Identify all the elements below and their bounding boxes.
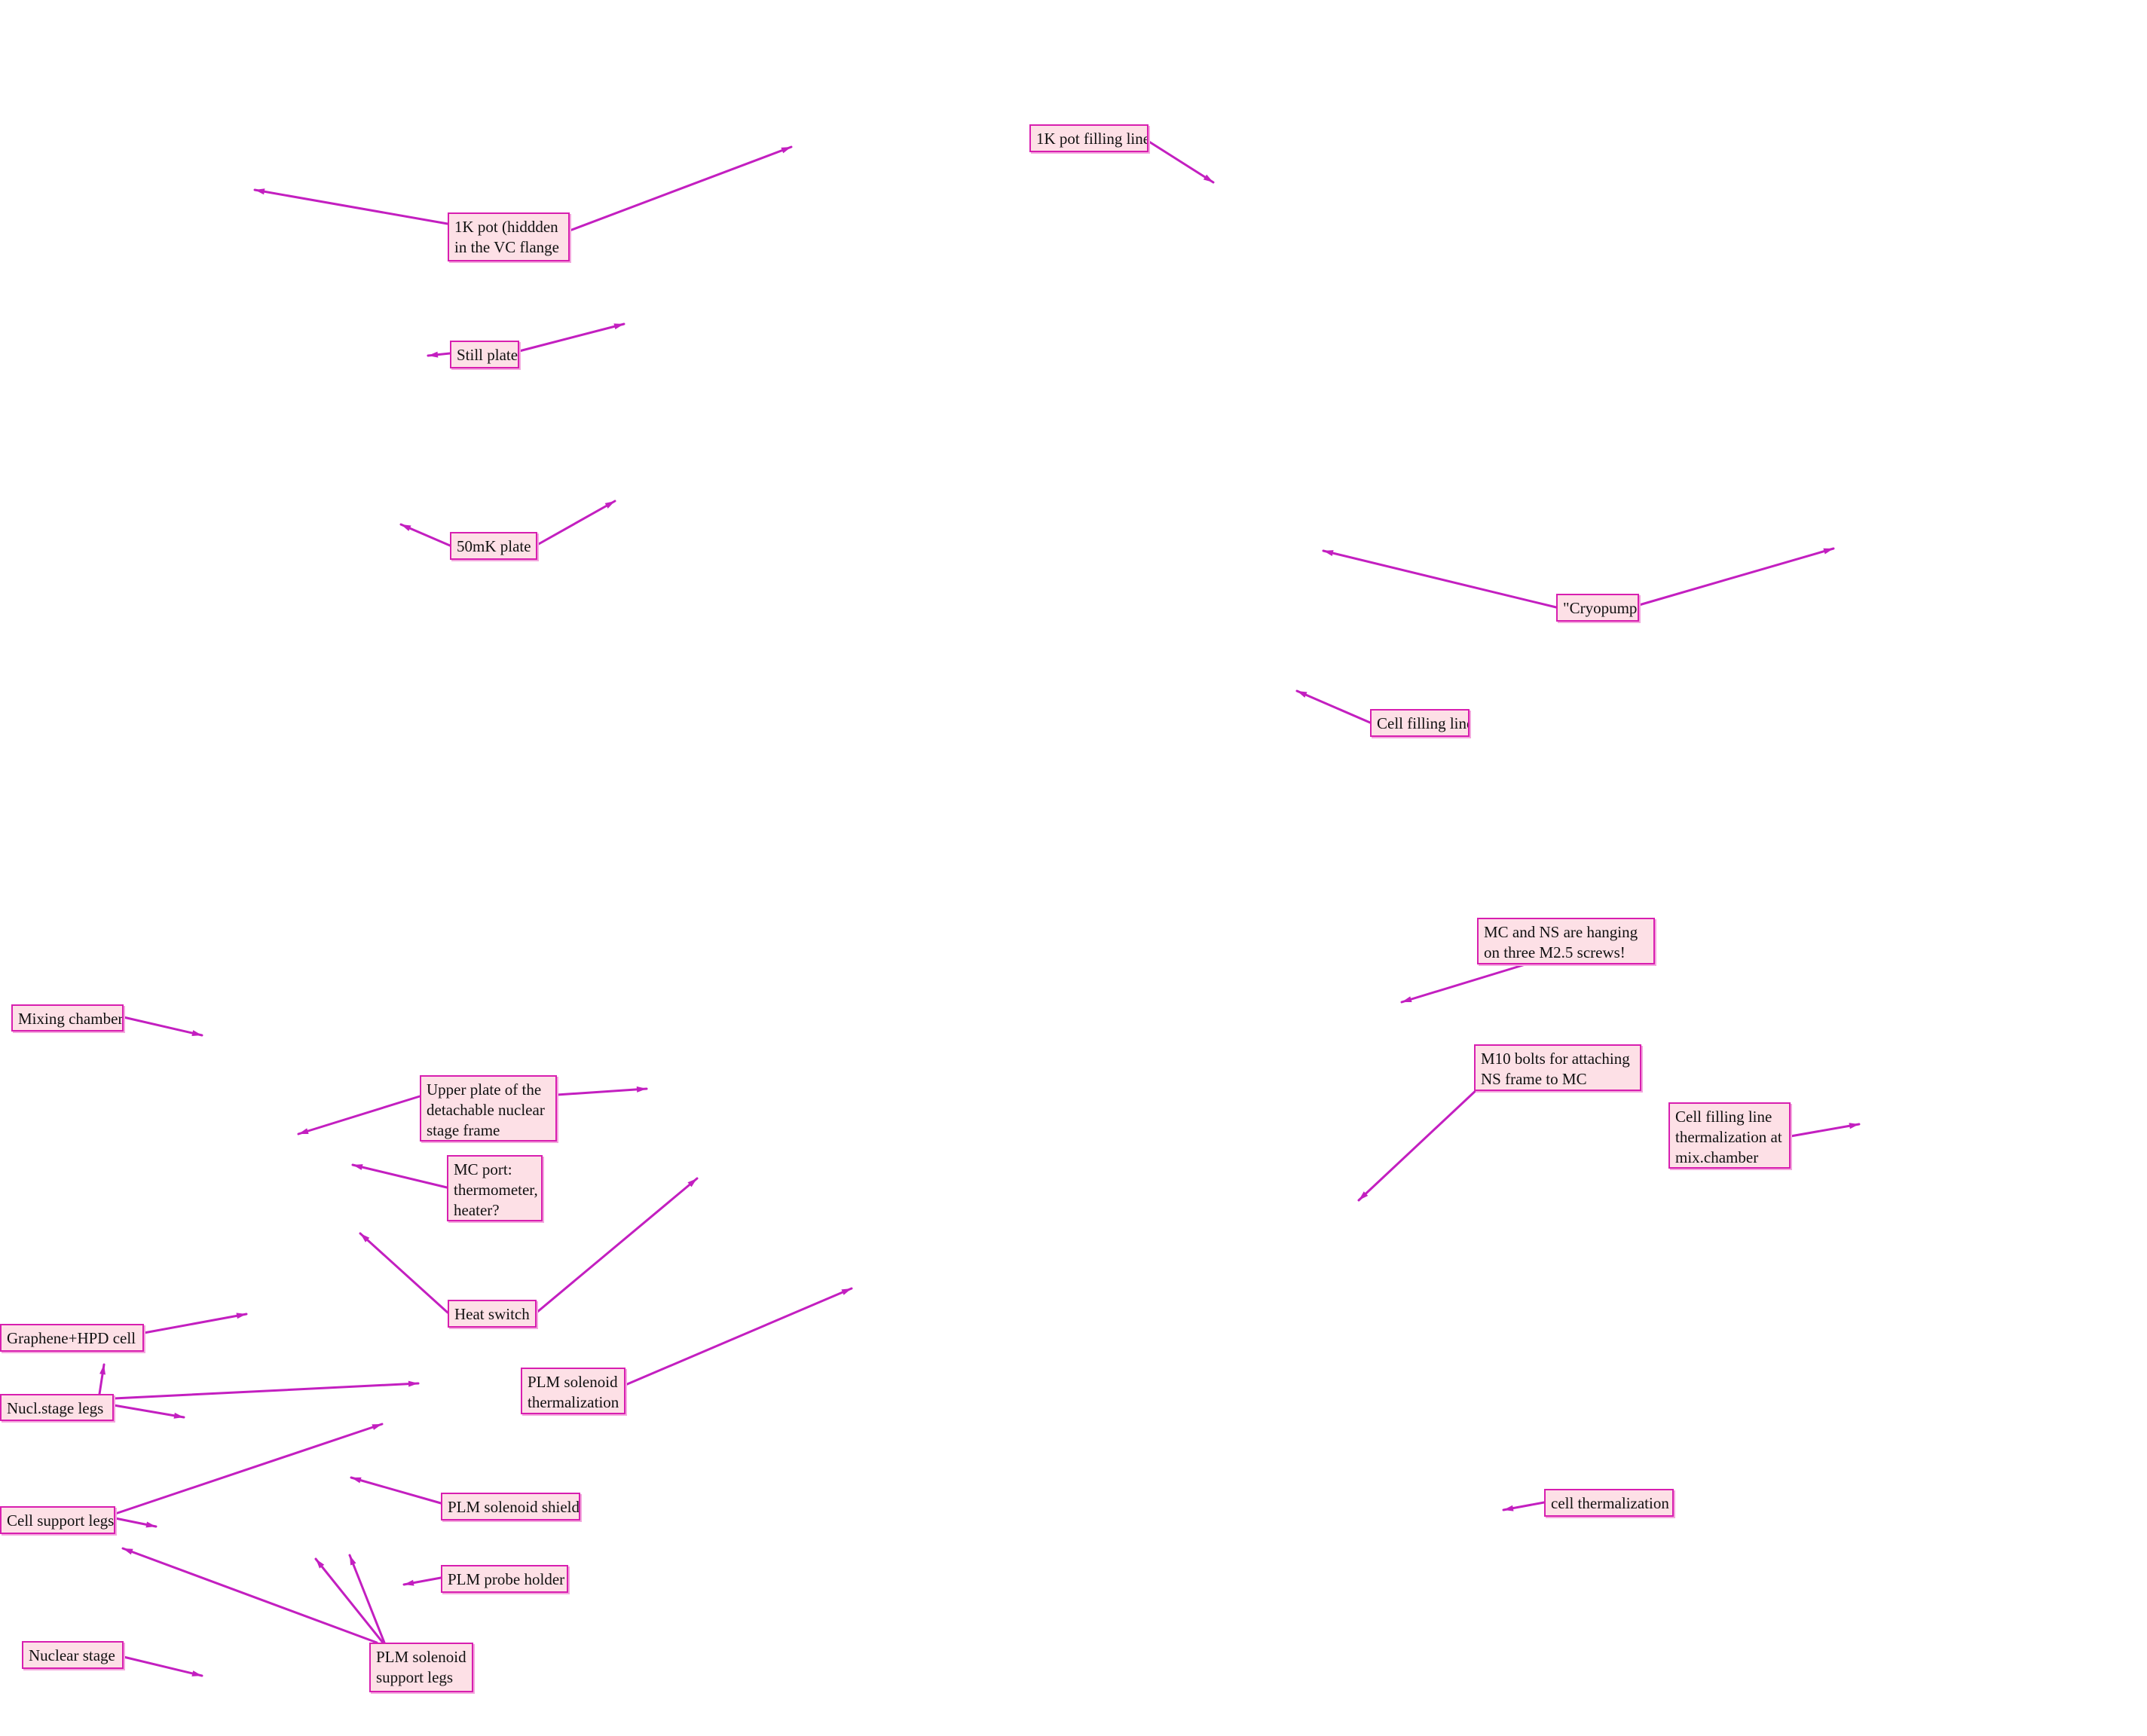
arrow-cell-support-legs-up [114, 1423, 384, 1515]
arrow-mc-port [351, 1163, 448, 1189]
arrow-upper-plate-left [297, 1095, 421, 1135]
arrow-cryopump-left [1322, 549, 1558, 609]
label-1k-pot-filling-line: 1K pot filling line [1029, 124, 1148, 152]
arrow-plm-support-legs-mid [314, 1557, 384, 1644]
arrow-mc-ns-hanging [1400, 963, 1527, 1004]
arrow-plm-solenoid-thermalization [624, 1287, 853, 1386]
arrow-still-plate-left [427, 351, 451, 358]
label-50mk-plate: 50mK plate [450, 532, 537, 560]
arrow-upper-plate-right [555, 1086, 648, 1096]
label-cell-filling-line: Cell filling line [1370, 709, 1470, 737]
arrow-heat-switch-right [535, 1177, 699, 1314]
arrow-nucl-stage-legs-up [98, 1363, 106, 1395]
arrow-50mk-plate-left [399, 523, 451, 547]
arrow-50mk-plate-right [536, 500, 616, 546]
label-nucl-stage-legs: Nucl.stage legs [0, 1394, 114, 1421]
arrow-cell-filling-line-thermalization [1789, 1123, 1861, 1138]
label-still-plate: Still plate [450, 341, 519, 368]
arrow-plm-support-legs-left [121, 1547, 378, 1644]
label-cell-thermalization: cell thermalization [1544, 1489, 1674, 1517]
arrow-nucl-stage-legs-down [112, 1404, 185, 1419]
label-upper-plate: Upper plate of the detachable nuclear st… [420, 1075, 557, 1142]
arrow-graphene-hpd-cell [142, 1313, 248, 1334]
arrow-plm-probe-holder [402, 1576, 442, 1586]
arrow-heat-switch-left [359, 1232, 449, 1314]
arrow-cell-thermalization [1502, 1501, 1546, 1511]
arrow-cell-filling-line [1295, 689, 1372, 724]
arrow-cell-support-legs-down [114, 1517, 158, 1528]
arrow-1k-pot-left [253, 188, 449, 225]
arrow-m10-bolts [1357, 1087, 1480, 1202]
arrow-cryopump-right [1638, 547, 1835, 607]
arrow-nucl-stage-legs-right [112, 1380, 420, 1400]
arrow-still-plate-right [518, 322, 625, 353]
arrow-nuclear-stage [122, 1655, 203, 1677]
label-mc-ns-hanging: MC and NS are hanging on three M2.5 scre… [1477, 918, 1655, 964]
arrow-1k-pot-right [568, 145, 793, 232]
arrow-1k-pot-filling-line [1144, 138, 1215, 184]
label-plm-solenoid-shield: PLM solenoid shield [441, 1493, 580, 1521]
arrow-mixing-chamber [122, 1016, 203, 1037]
label-m10-bolts: M10 bolts for attaching NS frame to MC [1474, 1044, 1641, 1091]
label-graphene-hpd-cell: Graphene+HPD cell [0, 1324, 144, 1352]
label-cell-filling-line-thermalization: Cell filling line thermalization at mix.… [1668, 1102, 1791, 1169]
label-plm-solenoid-support-legs: PLM solenoid support legs [369, 1643, 473, 1692]
label-cryopump: "Cryopump" [1556, 594, 1639, 622]
label-nuclear-stage: Nuclear stage [22, 1641, 124, 1669]
label-1k-pot: 1K pot (hiddden in the VC flange [448, 212, 570, 261]
label-plm-solenoid-thermalization: PLM solenoid thermalization [521, 1368, 625, 1414]
label-cell-support-legs: Cell support legs [0, 1506, 115, 1534]
arrow-plm-support-legs-right [348, 1554, 386, 1644]
arrow-plm-solenoid-shield [350, 1476, 442, 1505]
label-plm-probe-holder: PLM probe holder [441, 1565, 568, 1593]
label-mixing-chamber: Mixing chamber [11, 1004, 124, 1032]
label-heat-switch: Heat switch [448, 1300, 537, 1328]
label-mc-port: MC port: thermometer, heater? [447, 1155, 543, 1221]
